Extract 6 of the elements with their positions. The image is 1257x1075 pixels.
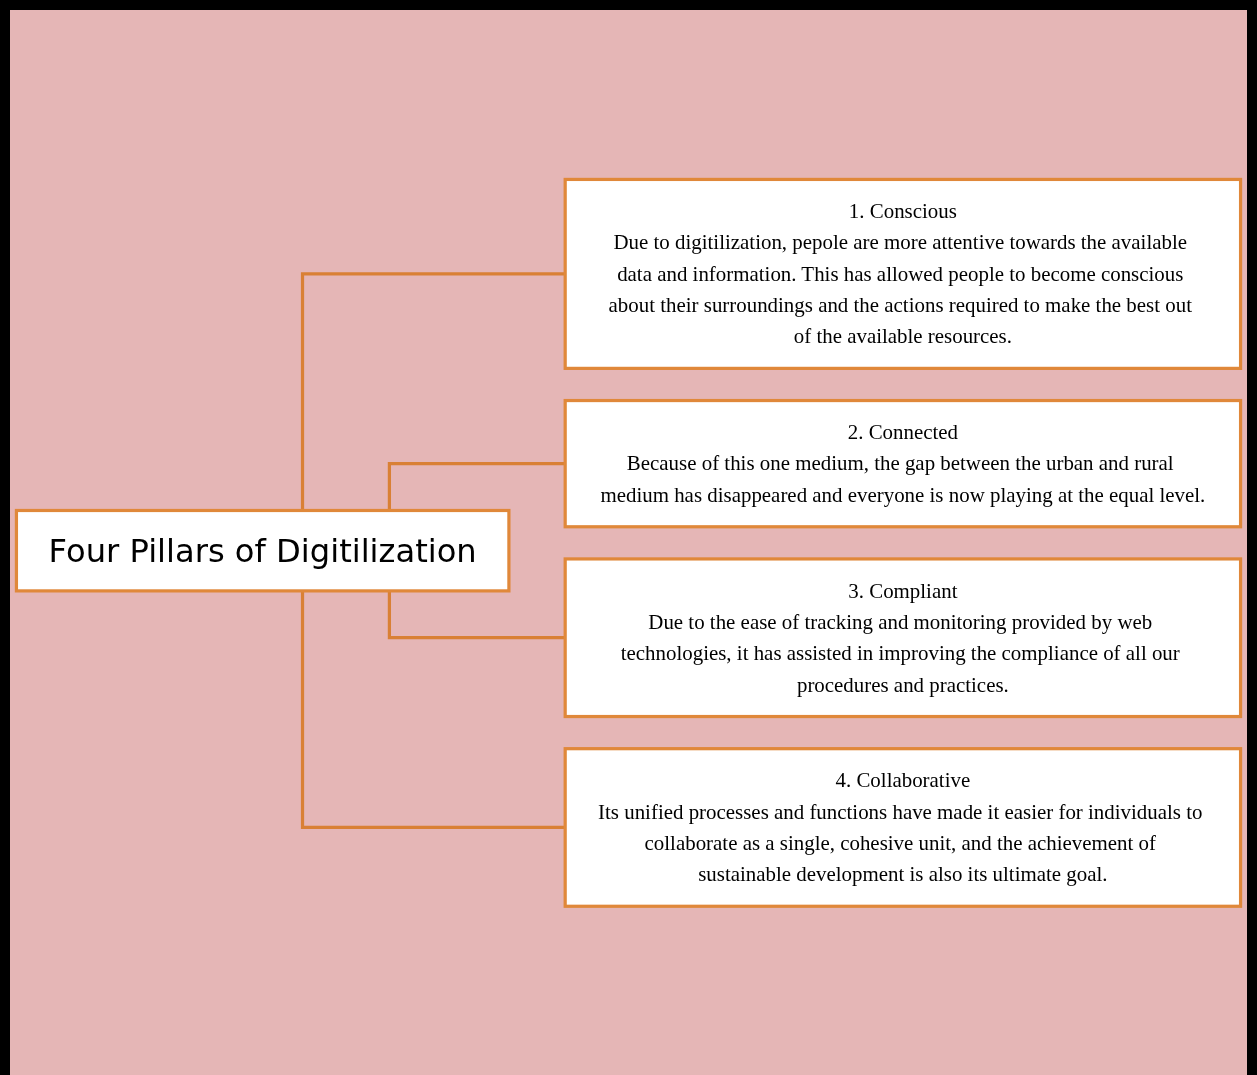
node-box [563, 556, 1243, 718]
node-box [14, 508, 511, 593]
node-box [563, 746, 1243, 908]
diagram-background: Four Pillars of Digitilization 1. Conscious Due to digitilization, pepole are more attentive towards the available data and information. This has allowed people to become conscious about their surroundings and the actions required to make the best out of the available resources. 2. Connected Because of this one medium, the gap between the urban and rural medium has disappeared and everyone is now playing at the equal level. 3. Compliant Due to the ease of tracking and monitoring provided by web technologies, it has assisted in improving the compliance of all our procedures and practices. 4. Collaborative Its unified processes and functions have made it easier for individuals to collaborate as a single, cohesive unit, and the achievement of sustainable development is also its ultimate goal. [10, 10, 1247, 1075]
node-box [563, 177, 1243, 370]
node-box [563, 398, 1243, 528]
